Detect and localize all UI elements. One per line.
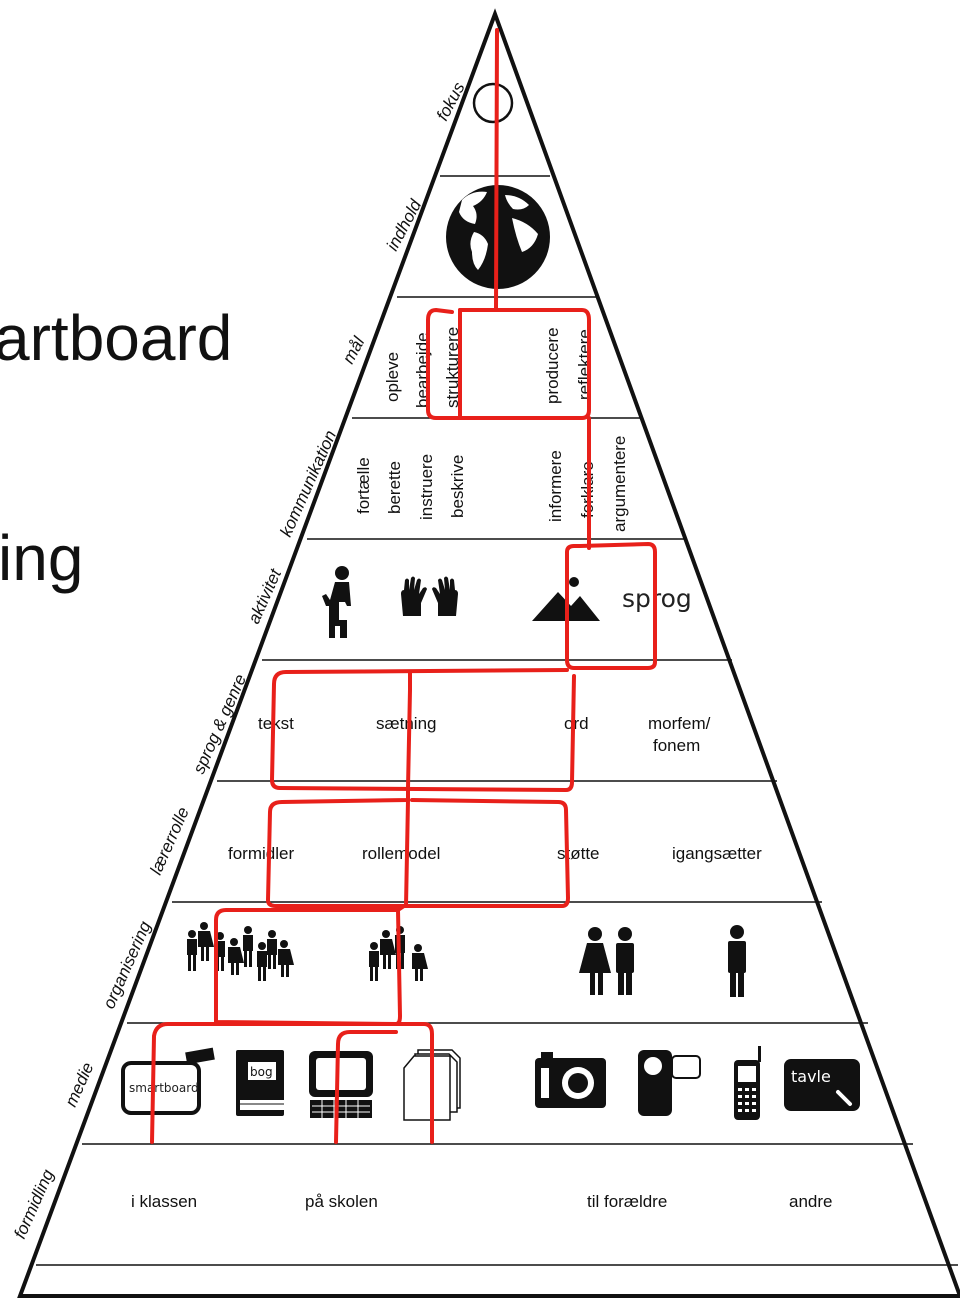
role-formidler: formidler bbox=[228, 844, 294, 863]
blackboard-icon: tavle bbox=[784, 1059, 860, 1111]
genre-fonem: fonem bbox=[653, 736, 700, 755]
partial-title-smartboard: artboard bbox=[0, 302, 233, 374]
pair-icon bbox=[579, 927, 634, 995]
formidling-andre: andre bbox=[789, 1192, 832, 1211]
verb-instruere: instruere bbox=[417, 454, 436, 520]
path-aktivitet-box bbox=[565, 542, 657, 670]
single-person-icon bbox=[728, 925, 746, 997]
smartboard-icon: smartboard bbox=[121, 1047, 215, 1115]
video-camera-icon bbox=[638, 1050, 701, 1116]
formidling-paa-skolen: på skolen bbox=[305, 1192, 378, 1211]
kommunikation-verbs: fortælle berette instruere beskrive info… bbox=[354, 436, 629, 532]
class-group-icon bbox=[187, 922, 294, 981]
side-label-formidling: formidling bbox=[10, 1166, 58, 1242]
genre-saetning: sætning bbox=[376, 714, 436, 733]
computer-icon bbox=[309, 1051, 373, 1118]
genre-tekst: tekst bbox=[258, 714, 294, 733]
verb-opleve: opleve bbox=[383, 352, 402, 402]
verb-producere: producere bbox=[543, 327, 562, 404]
side-label-indhold: indhold bbox=[383, 196, 426, 254]
laererrolle-labels: formidler rollemodel støtte igangsætter bbox=[228, 844, 762, 863]
pyramid-outline bbox=[17, 8, 960, 1298]
path-spine bbox=[494, 28, 499, 312]
target-icon bbox=[472, 82, 514, 124]
hands-icon bbox=[401, 576, 458, 616]
camera-icon bbox=[535, 1052, 606, 1108]
formidling-labels: i klassen på skolen til forældre andre bbox=[131, 1192, 832, 1211]
mobile-phone-icon bbox=[734, 1046, 761, 1120]
path-medie-inner bbox=[334, 1030, 398, 1144]
formidling-i-klassen: i klassen bbox=[131, 1192, 197, 1211]
genre-morfem: morfem/ bbox=[648, 714, 711, 733]
path-sprog-genre-box bbox=[270, 668, 576, 792]
band-dividers bbox=[36, 175, 958, 1266]
verb-informere: informere bbox=[546, 450, 565, 522]
verb-beskrive: beskrive bbox=[448, 455, 467, 518]
side-label-laererrolle: lærerrolle bbox=[146, 804, 193, 877]
role-igangsaetter: igangsætter bbox=[672, 844, 762, 863]
path-medie-box bbox=[150, 1022, 400, 1144]
genre-ord: ord bbox=[564, 714, 589, 733]
sprog-genre-labels: tekst sætning ord morfem/ fonem bbox=[258, 714, 711, 755]
verb-strukturere: strukturere bbox=[443, 327, 462, 408]
path-sprog-inner bbox=[406, 670, 412, 790]
red-path-overlay bbox=[150, 28, 657, 1144]
path-maal-box bbox=[426, 308, 591, 420]
verb-fortaelle: fortælle bbox=[354, 457, 373, 514]
role-stoette: støtte bbox=[557, 844, 600, 863]
kneeling-person-icon bbox=[322, 566, 351, 638]
side-label-organisering: organisering bbox=[99, 918, 155, 1012]
path-organisering-box bbox=[214, 904, 406, 1026]
path-medie-right bbox=[396, 1022, 434, 1144]
paper-icon bbox=[403, 1049, 461, 1121]
path-laererrolle-inner bbox=[404, 798, 410, 908]
verb-berette: berette bbox=[385, 461, 404, 514]
book-icon: bog bbox=[236, 1050, 284, 1116]
maal-verbs: opleve bearbejde strukturere producere r… bbox=[383, 327, 594, 408]
partial-title-ing: ing bbox=[0, 522, 84, 594]
smartboard-label: smartboard bbox=[129, 1081, 199, 1095]
role-rollemodel: rollemodel bbox=[362, 844, 440, 863]
book-label: bog bbox=[250, 1065, 273, 1079]
verb-argumentere: argumentere bbox=[610, 436, 629, 532]
blackboard-label: tavle bbox=[791, 1067, 831, 1086]
path-laererrolle-box bbox=[266, 788, 570, 908]
formidling-til-foraeldre: til forældre bbox=[587, 1192, 667, 1211]
verb-reflektere: reflektere bbox=[575, 329, 594, 400]
